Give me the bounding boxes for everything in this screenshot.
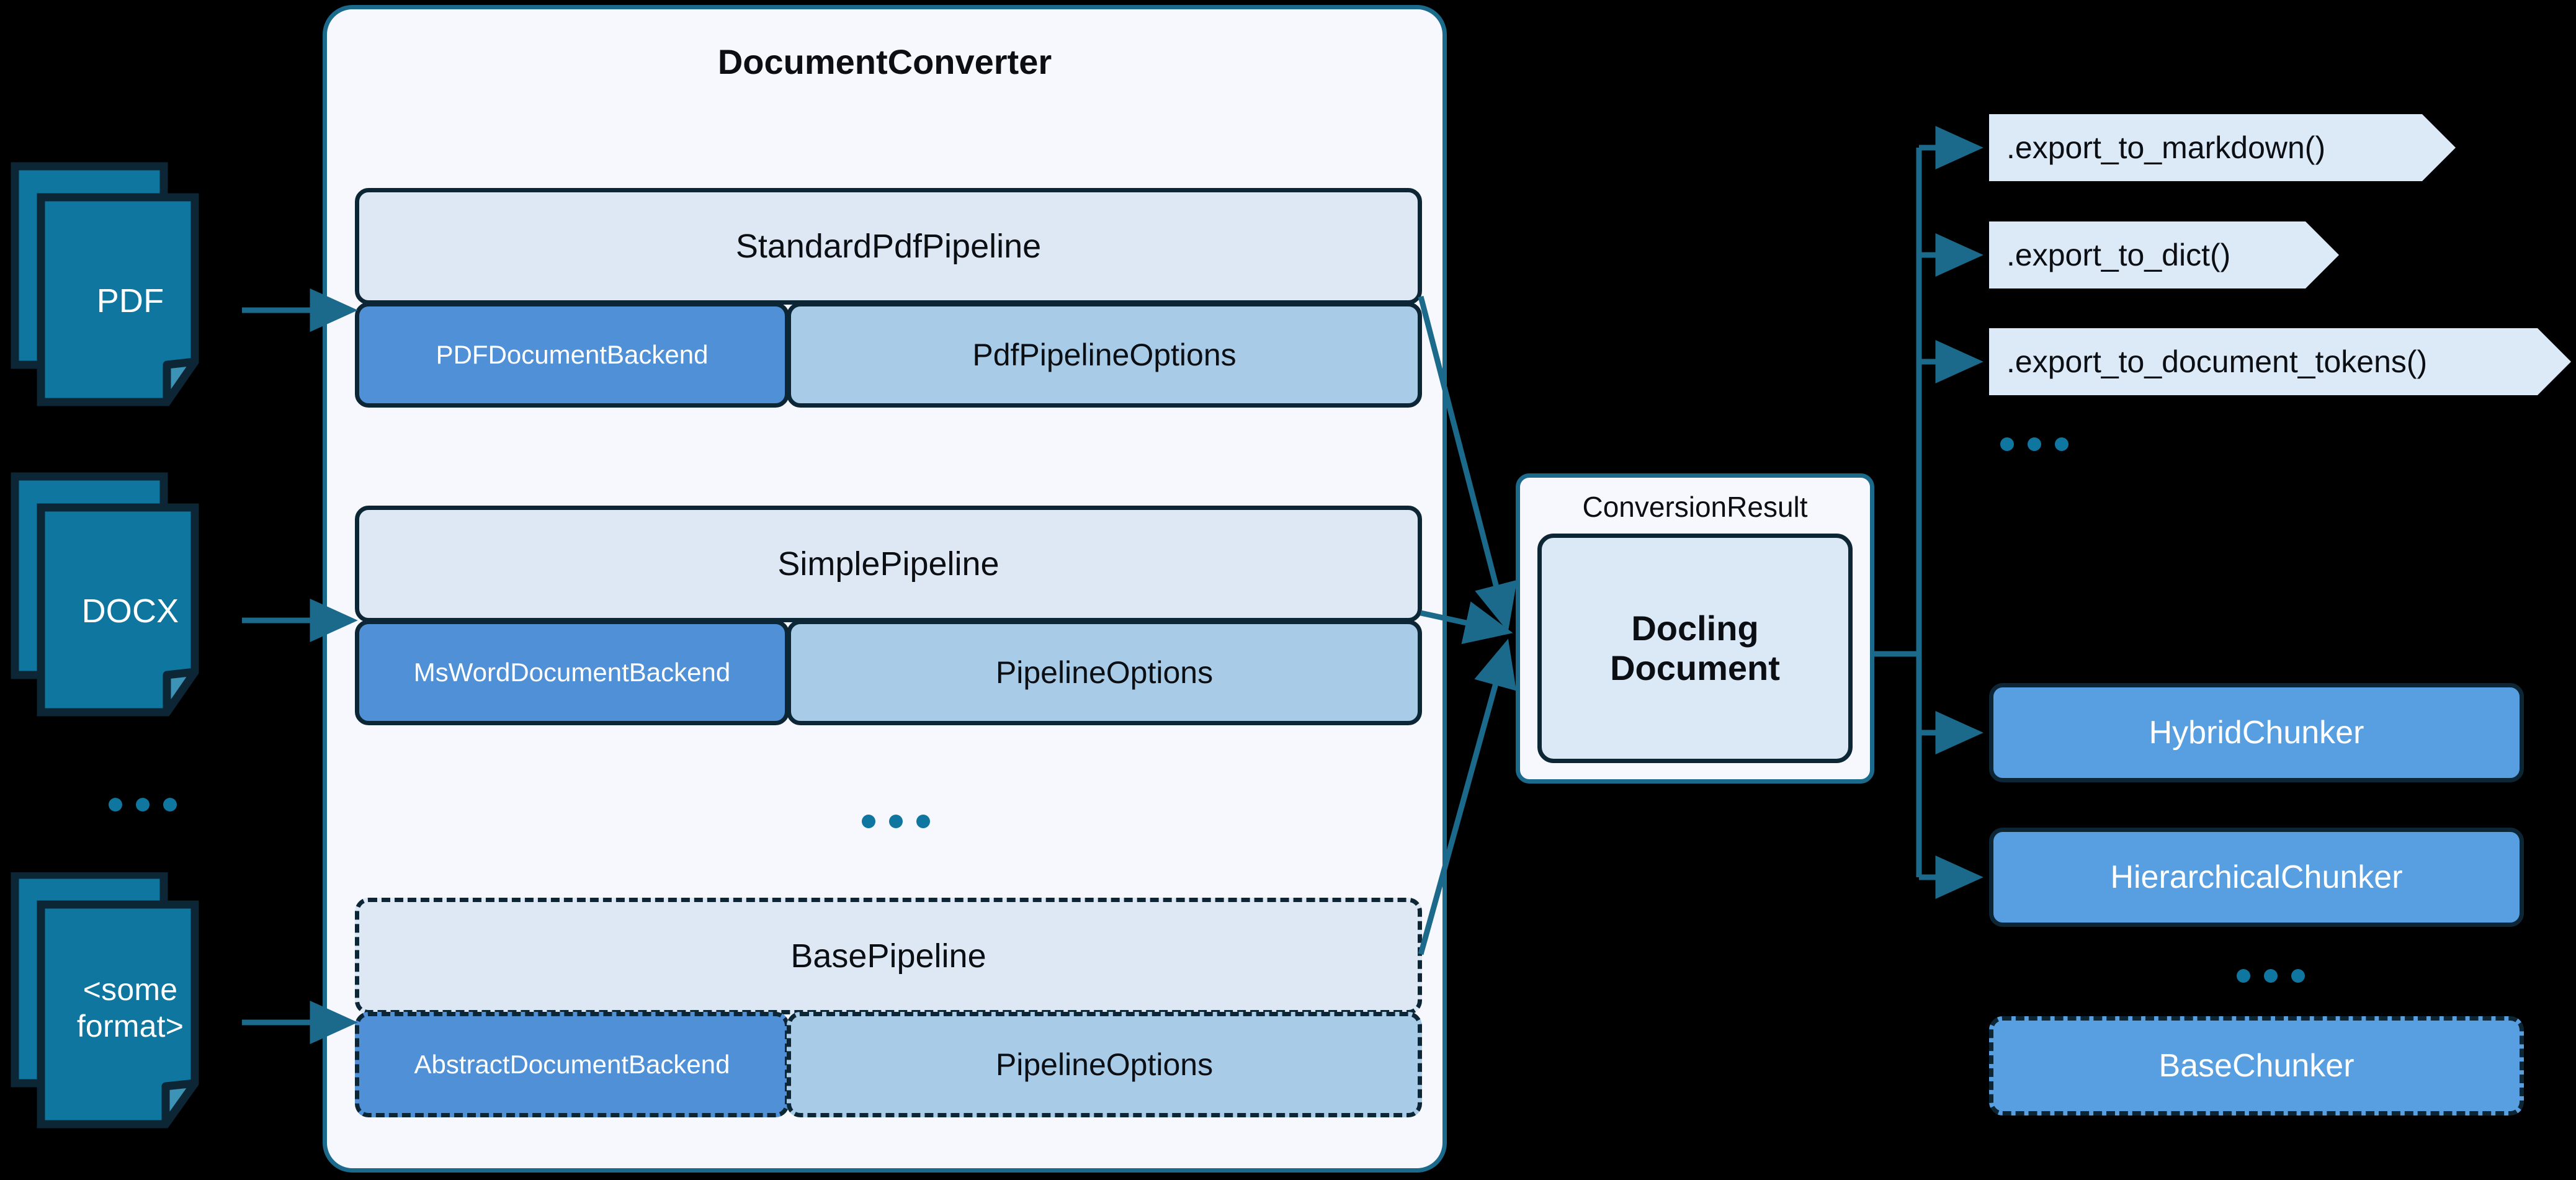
chunker-base[interactable]: BaseChunker (1989, 1016, 2524, 1115)
chunker-label: BaseChunker (2158, 1048, 2355, 1084)
input-doc-some-format: <some format> (9, 872, 252, 1133)
export-callout-label: .export_to_dict() (2006, 238, 2231, 272)
pipeline-options[interactable]: PipelineOptions (787, 620, 1422, 725)
inputs-ellipsis (109, 798, 177, 811)
input-doc-docx: DOCX (9, 470, 252, 718)
chunker-hierarchical[interactable]: HierarchicalChunker (1989, 828, 2524, 927)
pipeline-options[interactable]: PdfPipelineOptions (787, 302, 1422, 408)
pipeline-group-base: BasePipeline AbstractDocumentBackend Pip… (355, 898, 1422, 1117)
pipeline-backend[interactable]: PDFDocumentBackend (355, 302, 789, 408)
chunker-label: HybridChunker (2149, 715, 2364, 751)
chunker-hybrid[interactable]: HybridChunker (1989, 683, 2524, 782)
pipeline-name[interactable]: BasePipeline (355, 898, 1422, 1014)
export-callout-markdown[interactable]: .export_to_markdown() (1989, 114, 2456, 181)
page-title: DocumentConverter (717, 42, 1052, 81)
pipeline-group-standard-pdf: StandardPdfPipeline PDFDocumentBackend P… (355, 188, 1422, 408)
document-converter-container: DocumentConverter StandardPdfPipeline PD… (323, 5, 1447, 1173)
export-callout-label: .export_to_document_tokens() (2006, 344, 2428, 379)
chunkers-ellipsis (2237, 969, 2305, 983)
export-callout-document-tokens[interactable]: .export_to_document_tokens() (1989, 328, 2571, 395)
pipelines-ellipsis (862, 815, 930, 828)
pipeline-name[interactable]: StandardPdfPipeline (355, 188, 1422, 305)
export-callout-dict[interactable]: .export_to_dict() (1989, 221, 2339, 288)
export-callout-label: .export_to_markdown() (2006, 130, 2326, 165)
pipeline-components: MsWordDocumentBackend PipelineOptions (355, 620, 1422, 725)
pipeline-components: PDFDocumentBackend PdfPipelineOptions (355, 302, 1422, 408)
pipeline-name[interactable]: SimplePipeline (355, 506, 1422, 622)
pipeline-options[interactable]: PipelineOptions (787, 1012, 1422, 1117)
chunker-label: HierarchicalChunker (2110, 859, 2403, 895)
conversion-result-box: ConversionResult Docling Document (1516, 473, 1874, 784)
pipeline-backend[interactable]: MsWordDocumentBackend (355, 620, 789, 725)
pipeline-backend[interactable]: AbstractDocumentBackend (355, 1012, 789, 1117)
conversion-result-label: ConversionResult (1582, 491, 1808, 523)
pipeline-components: AbstractDocumentBackend PipelineOptions (355, 1012, 1422, 1117)
docling-document-box[interactable]: Docling Document (1537, 534, 1853, 763)
input-doc-pdf: PDF (9, 160, 252, 408)
exports-ellipsis (2000, 437, 2068, 451)
pipeline-group-simple: SimplePipeline MsWordDocumentBackend Pip… (355, 506, 1422, 725)
